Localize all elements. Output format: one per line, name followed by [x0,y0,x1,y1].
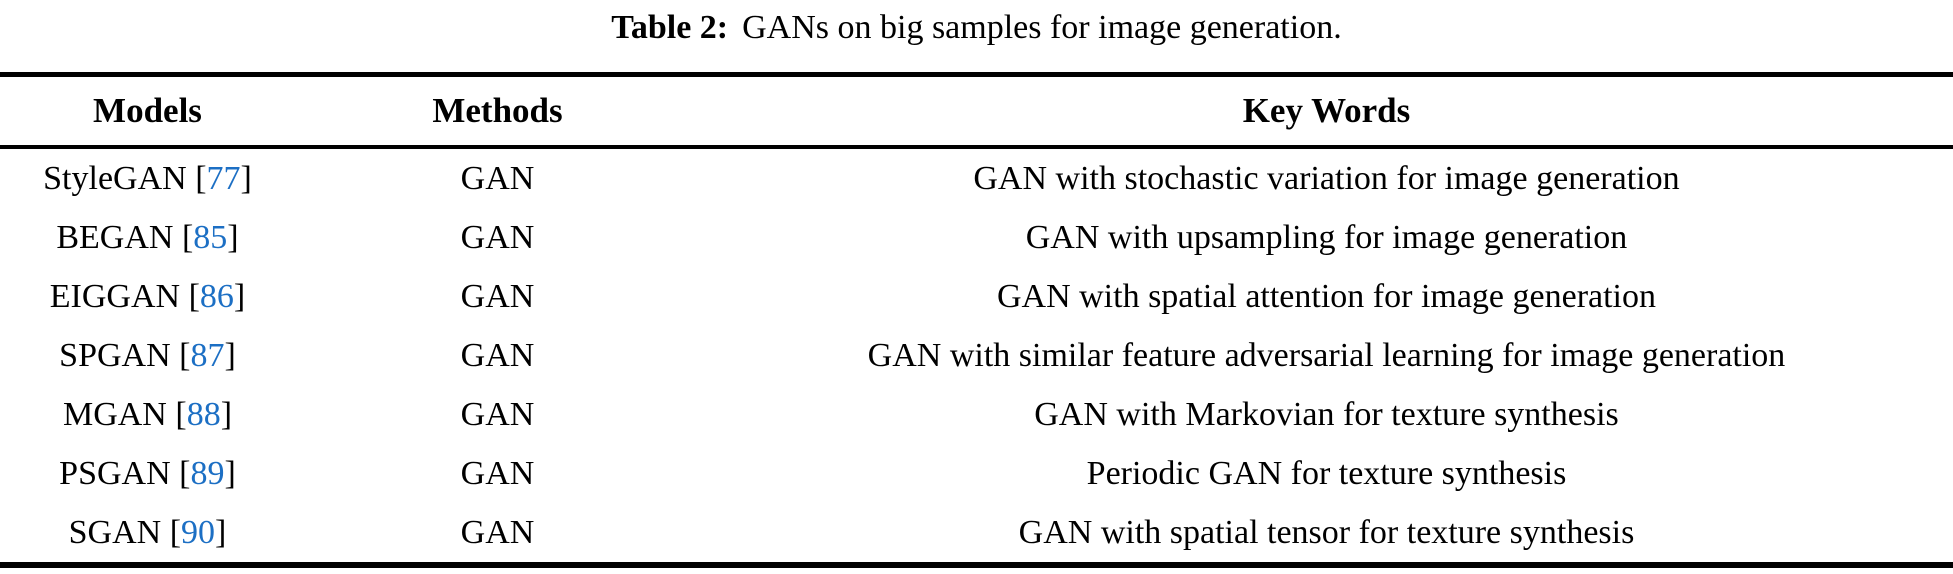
table-body: StyleGAN [77] GAN GAN with stochastic va… [0,149,1953,562]
citation-link[interactable]: 87 [190,336,225,374]
keywords-cell: GAN with stochastic variation for image … [973,159,1680,197]
citation-link[interactable]: 89 [190,454,225,492]
model-cell: SGAN [90] [0,514,295,552]
column-header-models: Models [93,91,202,130]
model-name: SGAN [68,513,162,551]
keywords-cell: GAN with upsampling for image generation [1025,218,1628,256]
table-row: EIGGAN [86] GAN GAN with spatial attenti… [0,267,1953,326]
citation-link[interactable]: 86 [199,277,234,315]
citation-open-bracket: [ [181,218,194,256]
table-row: PSGAN [89] GAN Periodic GAN for texture … [0,444,1953,503]
method-cell: GAN [460,513,535,551]
citation-open-bracket: [ [169,513,182,551]
citation-open-bracket: [ [175,395,187,433]
citation-link[interactable]: 85 [193,218,228,256]
model-cell: MGAN [88] [0,396,295,434]
caption-text: GANs on big samples for image generation… [742,9,1342,46]
table-row: BEGAN [85] GAN GAN with upsampling for i… [0,208,1953,267]
table-row: SPGAN [87] GAN GAN with similar feature … [0,326,1953,385]
model-name: BEGAN [56,218,174,256]
method-cell: GAN [460,395,535,433]
model-cell: BEGAN [85] [0,219,295,257]
citation-open-bracket: [ [188,277,200,315]
method-cell: GAN [460,336,535,374]
method-cell: GAN [460,218,535,256]
model-name: EIGGAN [49,277,181,315]
citation-link[interactable]: 90 [181,513,216,551]
keywords-cell: Periodic GAN for texture synthesis [1086,454,1567,492]
citation-close-bracket: ] [224,336,236,374]
citation-close-bracket: ] [233,277,246,315]
column-header-keywords: Key Words [1242,91,1411,130]
model-cell: StyleGAN [77] [0,160,295,198]
gan-models-table: Models Methods Key Words StyleGAN [77] G… [0,72,1953,568]
keywords-cell: GAN with Markovian for texture synthesis [1034,395,1619,433]
model-name: MGAN [62,395,167,433]
column-header-methods: Methods [432,91,563,130]
model-name: SPGAN [59,336,171,374]
citation-close-bracket: ] [220,395,233,433]
citation-close-bracket: ] [227,218,239,256]
method-cell: GAN [460,159,535,197]
keywords-cell: GAN with spatial tensor for texture synt… [1018,513,1635,551]
method-cell: GAN [460,277,535,315]
caption-label: Table 2: [611,9,729,46]
model-name: PSGAN [59,454,171,492]
model-name: StyleGAN [43,159,187,197]
table-header-row: Models Methods Key Words [0,77,1953,149]
model-cell: EIGGAN [86] [0,278,295,316]
method-cell: GAN [460,454,535,492]
citation-open-bracket: [ [179,454,191,492]
citation-open-bracket: [ [179,336,191,374]
keywords-cell: GAN with similar feature adversarial lea… [867,336,1786,374]
citation-close-bracket: ] [224,454,236,492]
table-row: StyleGAN [77] GAN GAN with stochastic va… [0,149,1953,208]
citation-close-bracket: ] [215,513,227,551]
model-cell: SPGAN [87] [0,337,295,375]
citation-open-bracket: [ [195,159,207,197]
table-row: SGAN [90] GAN GAN with spatial tensor fo… [0,503,1953,562]
table-caption: Table 2: GANs on big samples for image ge… [0,0,1953,72]
citation-link[interactable]: 88 [186,395,221,433]
citation-close-bracket: ] [240,159,252,197]
model-cell: PSGAN [89] [0,455,295,493]
citation-link[interactable]: 77 [206,159,241,197]
keywords-cell: GAN with spatial attention for image gen… [996,277,1657,315]
table-row: MGAN [88] GAN GAN with Markovian for tex… [0,385,1953,444]
